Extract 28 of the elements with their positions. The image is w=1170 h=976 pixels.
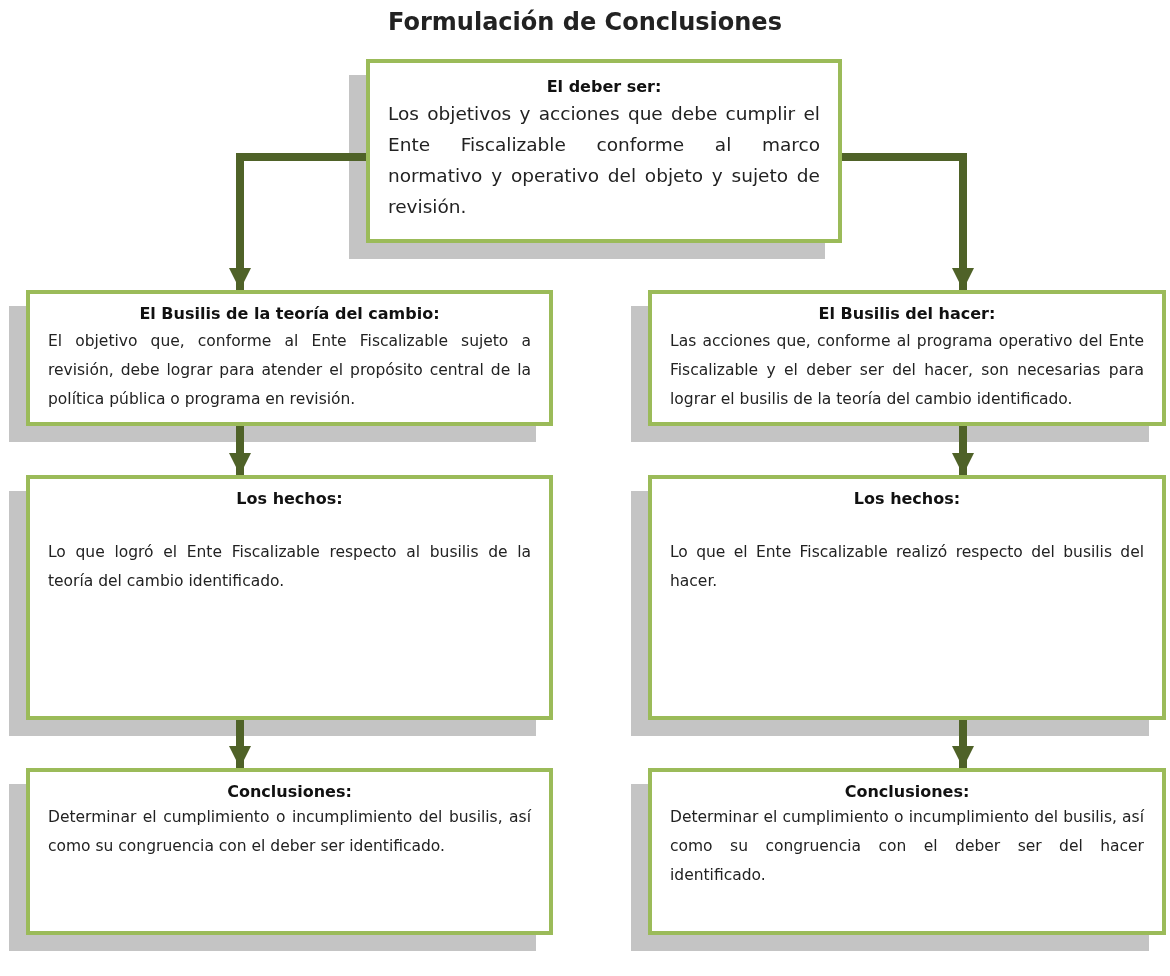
box-heading: El Busilis del hacer: bbox=[817, 304, 997, 323]
box-text: Las acciones que, conforme al programa operativo del Ente Fiscalizable y el deber ser del hacer, son necesarias para lograr el busilis de la teoría del cambio identificado. bbox=[670, 331, 1144, 410]
arrow bbox=[842, 153, 974, 290]
box-heading: Conclusiones: bbox=[843, 782, 971, 801]
arrow bbox=[229, 720, 251, 768]
diagram-title: Formulación de Conclusiones bbox=[387, 8, 783, 36]
text-box bbox=[26, 290, 553, 426]
box-text: Los objetivos y acciones que debe cumplir el Ente Fiscalizable conforme al marco normativo y operativo del objeto y sujeto de revisión. bbox=[388, 102, 820, 219]
box-text: El objetivo que, conforme al Ente Fiscalizable sujeto a revisión, debe lograr para atender el propósito central de la política pública o programa en revisión. bbox=[48, 331, 531, 410]
text-box bbox=[26, 475, 553, 720]
box-heading: El deber ser: bbox=[545, 77, 663, 96]
box-text: Lo que el Ente Fiscalizable realizó respecto del busilis del hacer. bbox=[670, 542, 1144, 592]
box-text: Determinar el cumplimiento o incumplimiento del busilis, así como su congruencia con el deber ser identificado. bbox=[48, 807, 531, 857]
box-text: Lo que logró el Ente Fiscalizable respecto al busilis de la teoría del cambio identificado. bbox=[48, 542, 531, 592]
arrow bbox=[229, 426, 251, 475]
box-heading: Conclusiones: bbox=[226, 782, 353, 801]
box-heading: Los hechos: bbox=[235, 489, 344, 508]
text-box bbox=[26, 768, 553, 935]
box-text: Determinar el cumplimiento o incumplimiento del busilis, así como su congruencia con el deber ser del hacer identificado. bbox=[670, 807, 1144, 886]
text-box bbox=[648, 475, 1166, 720]
arrow bbox=[952, 720, 974, 768]
arrow bbox=[229, 153, 366, 290]
box-heading: El Busilis de la teoría del cambio: bbox=[138, 304, 441, 323]
box-heading: Los hechos: bbox=[852, 489, 962, 508]
text-box bbox=[648, 768, 1166, 935]
text-box bbox=[648, 290, 1166, 426]
text-box bbox=[366, 59, 842, 243]
arrow bbox=[952, 426, 974, 475]
